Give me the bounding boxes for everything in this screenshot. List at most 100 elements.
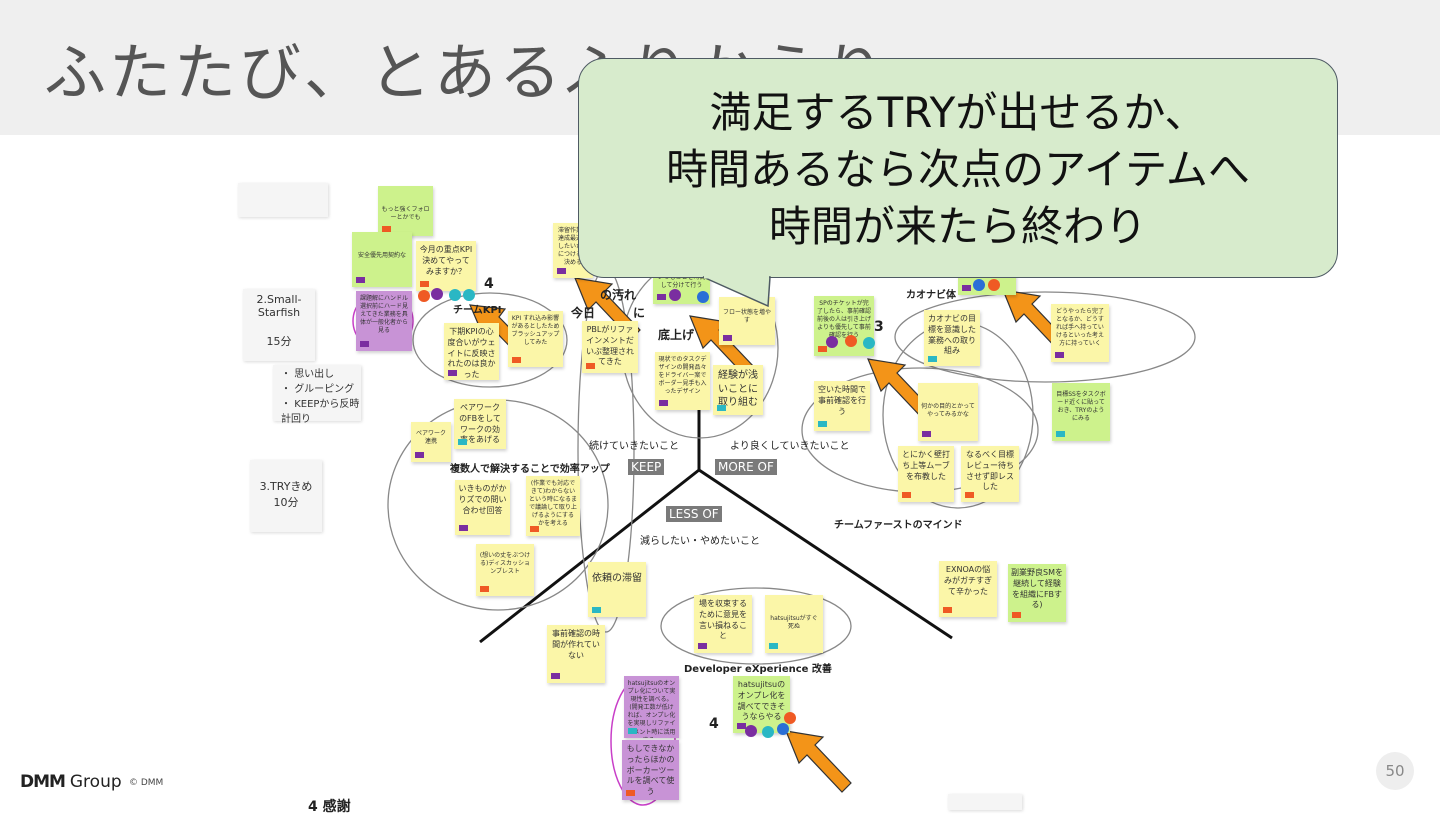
note-tag bbox=[459, 525, 468, 531]
note-tag bbox=[1012, 612, 1021, 618]
vote-dot bbox=[697, 291, 709, 303]
note-tag bbox=[592, 607, 601, 613]
vote-dot bbox=[745, 725, 757, 737]
note-tag bbox=[530, 526, 539, 532]
vote-dot bbox=[777, 723, 789, 735]
vote-dot bbox=[669, 289, 681, 301]
note-tag bbox=[415, 452, 424, 458]
note-tag bbox=[965, 492, 974, 498]
sticky-note: ペアワークのFBをしてワークの効率をあげる bbox=[454, 399, 506, 449]
note-tag bbox=[717, 405, 726, 411]
note-tag bbox=[943, 607, 952, 613]
sticky-note: hatsujitsuのオンプレ化について実現性を調べる。(開発工数が低ければ、オ… bbox=[624, 676, 679, 738]
vote-count: 4 bbox=[484, 276, 494, 292]
step-item: ・ グルーピング bbox=[281, 384, 355, 395]
vote-dot bbox=[973, 279, 985, 291]
sticky-note: 空いた時間で事前確認を行う bbox=[814, 381, 870, 431]
group-label: カオナビ体 bbox=[906, 290, 956, 301]
group-label: 今日 bbox=[571, 306, 596, 320]
group-label: の汚れ bbox=[600, 288, 637, 302]
note-tag bbox=[769, 643, 778, 649]
vote-dot bbox=[826, 336, 838, 348]
page-number: 50 bbox=[1376, 752, 1414, 790]
sticky-note: (想いの丈をぶつける)ディスカッションブレスト bbox=[476, 544, 534, 596]
sticky-note: なるべく目標レビュー待ちさせず即レスした bbox=[961, 446, 1019, 502]
step-item: ・ KEEPから反時計回り bbox=[281, 399, 360, 425]
note-tag bbox=[420, 281, 429, 287]
note-tag bbox=[928, 356, 937, 362]
sticky-note: もしできなかったらほかのボーカーツールを調べて使う bbox=[622, 740, 679, 800]
phase-time: 15分 bbox=[266, 335, 292, 348]
sticky-note: 事前確認の時間が作れていない bbox=[547, 625, 605, 683]
group-label: 複数人で解決することで効率アップ bbox=[450, 464, 610, 475]
sticky-note: 現状でのタスクデザインの開発品々をドライバー案でボーダー見手も入ったデザイン bbox=[655, 352, 710, 410]
group-label: チームKPI bbox=[453, 305, 502, 316]
vote-count: 4 bbox=[709, 716, 719, 732]
sticky-note: hatsujitsuがすぐ死ぬ bbox=[765, 595, 823, 653]
phase-title: 2.Small-Starfish bbox=[256, 293, 302, 319]
phase-steps: ・ 思い出し ・ グルーピング ・ KEEPから反時計回り bbox=[273, 365, 361, 425]
note-tag bbox=[818, 346, 827, 352]
sticky-note: EXNOAの悩みがガチすぎて辛かった bbox=[939, 561, 997, 617]
vote-dot bbox=[431, 288, 443, 300]
note-tag bbox=[480, 586, 489, 592]
phase-card-top bbox=[238, 183, 328, 217]
phase-small-starfish: 2.Small-Starfish 15分 bbox=[243, 289, 315, 361]
phase-try: 3.TRYきめ 10分 bbox=[250, 460, 322, 532]
vote-count: 3 bbox=[874, 319, 884, 335]
note-tag bbox=[902, 492, 911, 498]
note-tag bbox=[448, 370, 457, 376]
note-tag bbox=[356, 277, 365, 283]
note-tag bbox=[557, 268, 566, 274]
note-tag bbox=[382, 226, 391, 232]
lessof-description: 減らしたい・やめたいこと bbox=[640, 536, 760, 547]
sticky-note: 副業野良SMを継続して経験を組織にFBする) bbox=[1008, 564, 1066, 622]
sticky-note: 今月の重点KPI決めてやってみますか？ bbox=[416, 241, 476, 291]
note-tag bbox=[458, 439, 467, 445]
group-label: Developer eXperience 改善 bbox=[684, 664, 832, 675]
sticky-note: 目標SSをタスクボード近くに貼っておき、TRYのようにみる bbox=[1052, 383, 1110, 441]
step-item: ・ 思い出し bbox=[281, 369, 335, 380]
group-label: に bbox=[633, 306, 646, 320]
lessof-tag: LESS OF bbox=[666, 506, 722, 522]
phase-time: 10分 bbox=[273, 496, 299, 509]
note-tag bbox=[1055, 352, 1064, 358]
note-tag bbox=[1056, 431, 1065, 437]
dmm-group-logo: DMM Group bbox=[20, 772, 122, 792]
note-tag bbox=[922, 431, 931, 437]
vote-dot bbox=[863, 337, 875, 349]
note-tag bbox=[626, 790, 635, 796]
sticky-note: 課題解にハンドル選択前にハード見えてきた業務を具体が一般化者から見る bbox=[356, 291, 412, 351]
callout-box bbox=[578, 58, 1338, 278]
group-label: チームファーストのマインド bbox=[834, 520, 963, 531]
callout-line: 時間が来たら終わり bbox=[768, 202, 1147, 251]
sticky-note: KPI すれ込み影響があるとしたためブラッシュアップしてみた bbox=[508, 311, 563, 367]
vote-dot bbox=[449, 289, 461, 301]
note-tag bbox=[360, 341, 369, 347]
sticky-note: カオナビの目標を意識した業務への取り組み bbox=[924, 310, 980, 366]
vote-dot bbox=[463, 289, 475, 301]
vote-dot bbox=[762, 726, 774, 738]
keep-description: 続けていきたいこと bbox=[589, 441, 679, 452]
callout-line: 満足するTRYが出せるか、 bbox=[709, 88, 1207, 137]
keep-tag: KEEP bbox=[628, 459, 665, 475]
note-tag bbox=[723, 335, 732, 341]
note-tag bbox=[659, 400, 668, 406]
moreof-tag: MORE OF bbox=[715, 459, 777, 475]
sticky-note: どうやったら完了となるか、どうすれば手へ持っていけるといった考え方に持っていく bbox=[1051, 304, 1109, 362]
note-tag bbox=[657, 294, 666, 300]
sticky-note: 場を収束するために意見を言い損ねること bbox=[694, 595, 752, 653]
phase-card-bottom bbox=[948, 794, 1022, 810]
note-tag bbox=[818, 421, 827, 427]
vote-dot bbox=[418, 290, 430, 302]
sticky-note: 経験が浅いことに取り組む bbox=[713, 365, 763, 415]
callout-text: 満足するTRYが出せるか、 時間あるなら次点のアイテムへ 時間が来たら終わり bbox=[578, 84, 1338, 255]
copyright: © DMM bbox=[129, 778, 164, 788]
moreof-description: より良くしていきたいこと bbox=[730, 441, 850, 452]
note-tag bbox=[586, 363, 595, 369]
note-tag bbox=[551, 673, 560, 679]
callout-line: 時間あるなら次点のアイテムへ bbox=[666, 145, 1250, 194]
sticky-note: とにかく壁打ち上等ムーブを布教した bbox=[898, 446, 954, 502]
sticky-note: 何かの目的とかってやってみるかな bbox=[918, 383, 978, 441]
